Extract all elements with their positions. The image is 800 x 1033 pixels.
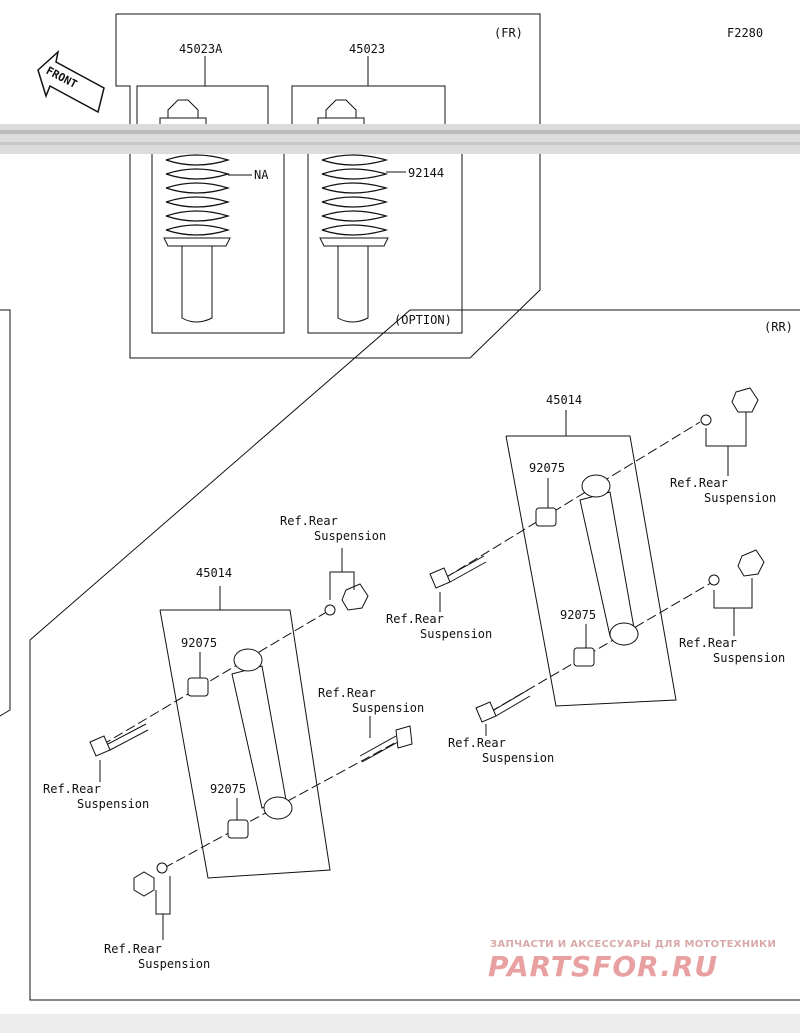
rear-shock-left-label: 45014	[196, 566, 233, 580]
spring-na-label: NA	[254, 168, 269, 182]
rear-section-tag: (RR)	[764, 320, 793, 334]
front-section-tag: (FR)	[494, 26, 523, 40]
rear-shock-left-group	[89, 548, 413, 940]
diagram-code: F2280	[727, 26, 764, 40]
bushing-label: 92075	[181, 636, 218, 650]
bushing-label: 92075	[529, 461, 566, 475]
scan-noise-bottom	[0, 1014, 800, 1033]
adjacent-frame-edge	[0, 309, 11, 717]
scan-noise-band	[0, 124, 800, 154]
rear-section-frame	[29, 309, 800, 1001]
rear-shock-right-group	[429, 387, 765, 736]
option-label: (OPTION)	[394, 313, 452, 327]
front-arrow-icon	[37, 49, 105, 114]
rear-shock-right-label: 45014	[546, 393, 583, 407]
bushing-label: 92075	[210, 782, 247, 796]
watermark-tagline: ЗАПЧАСТИ И АКСЕССУАРЫ ДЛЯ МОТОТЕХНИКИ	[490, 939, 777, 950]
part-45023-label: 45023	[349, 42, 386, 56]
part-45023A-label: 45023A	[179, 42, 223, 56]
spring-92144-label: 92144	[408, 166, 445, 180]
watermark-logo: PARTSFOR.RU	[488, 950, 719, 983]
bushing-label: 92075	[560, 608, 597, 622]
